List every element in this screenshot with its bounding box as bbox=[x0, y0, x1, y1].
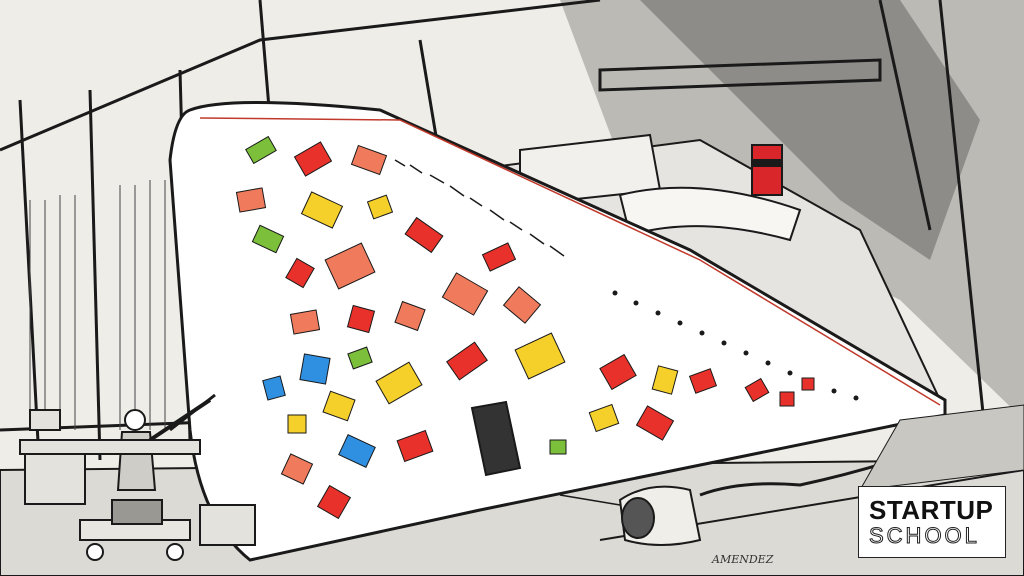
bandage-patches bbox=[235, 135, 815, 520]
artist-signature: AMENDEZ bbox=[712, 553, 774, 566]
workbench bbox=[19, 409, 256, 546]
red-funnel bbox=[751, 144, 783, 196]
hull-lettering bbox=[394, 159, 565, 257]
logo-line-2: SCHOOL bbox=[869, 523, 980, 548]
startup-school-logo: STARTUP SCHOOL bbox=[858, 486, 1006, 558]
hull-vent bbox=[470, 400, 522, 477]
water bbox=[859, 404, 1024, 491]
logo-line-1: STARTUP bbox=[869, 495, 994, 525]
mooring-hose-machine bbox=[559, 443, 941, 546]
